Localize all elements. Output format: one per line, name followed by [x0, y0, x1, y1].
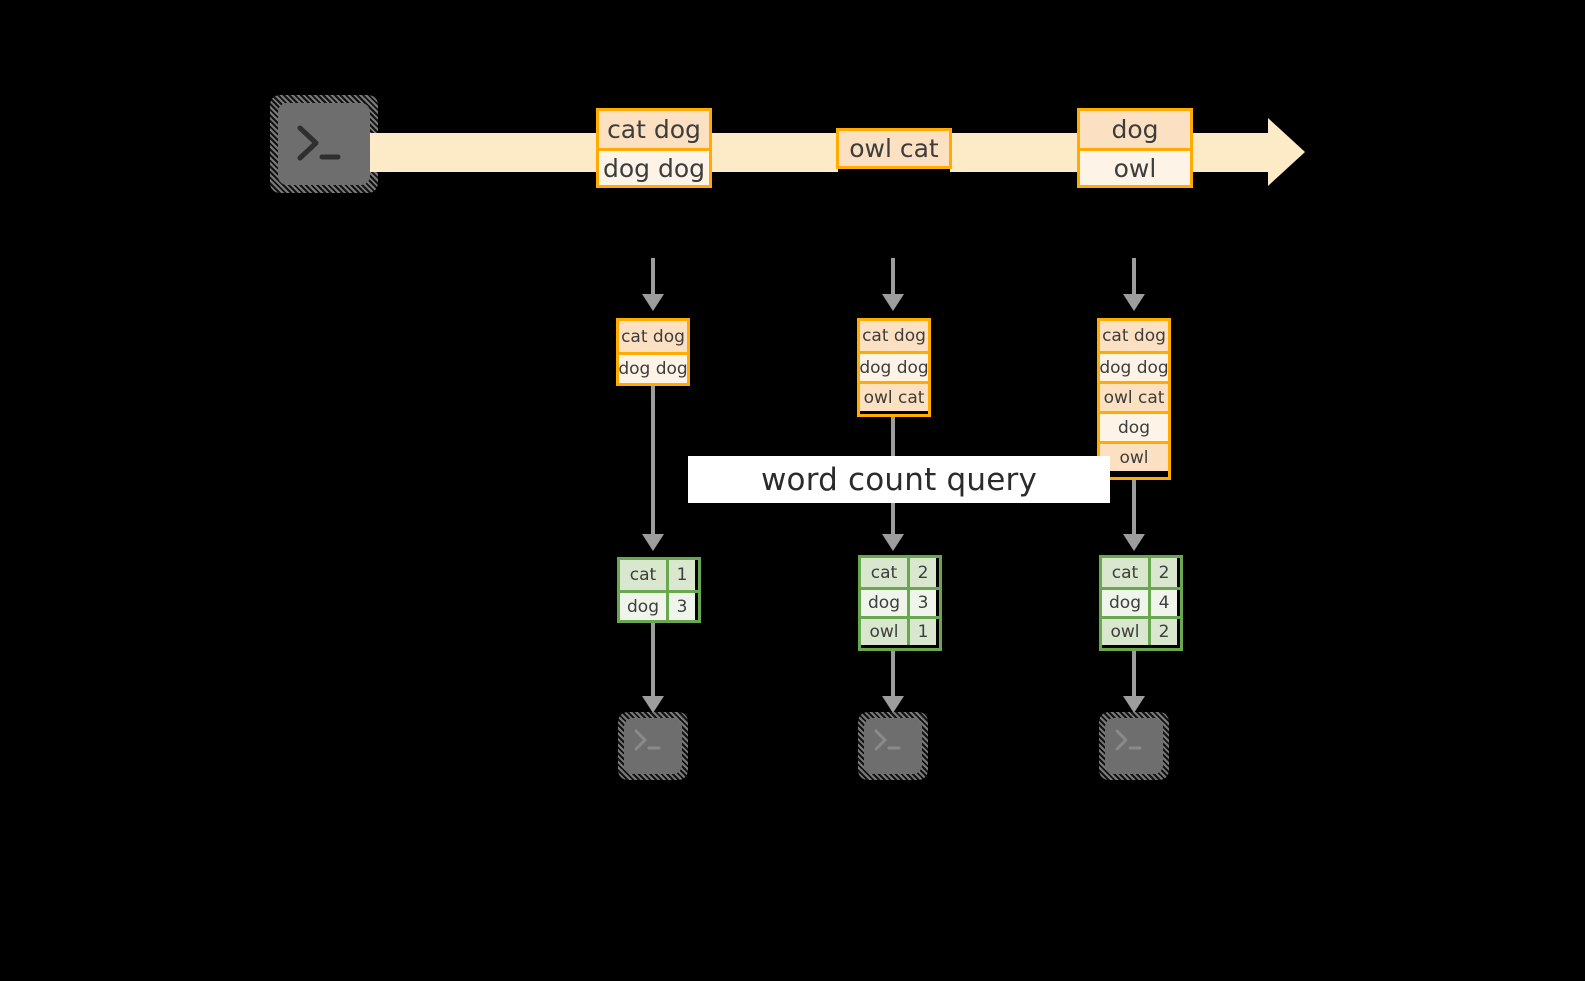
result-count: 2	[1148, 558, 1177, 587]
result-row: dog 3	[620, 590, 698, 620]
input-row: dog dog	[859, 351, 929, 381]
sink-terminal-icon-3	[1099, 712, 1169, 780]
query-arrow-head-1	[642, 534, 664, 551]
trigger-arrow-head-3	[1123, 294, 1145, 311]
result-word: dog	[861, 590, 907, 616]
stream-arrowhead	[1268, 118, 1305, 186]
sink-arrow-head-2	[882, 696, 904, 713]
input-row: cat dog	[619, 321, 687, 352]
terminal-body	[278, 103, 370, 185]
input-row: dog dog	[1099, 351, 1169, 381]
result-word: cat	[1102, 558, 1148, 587]
sink-arrow-line-2	[891, 651, 895, 698]
terminal-body	[1105, 718, 1163, 774]
result-count: 2	[907, 558, 936, 587]
sink-arrow-line-1	[651, 623, 655, 698]
result-count: 1	[907, 619, 936, 645]
result-count: 2	[1148, 619, 1177, 645]
sink-arrow-head-1	[642, 696, 664, 713]
stream-record-line: owl cat	[839, 131, 949, 166]
result-row: cat 1	[620, 560, 698, 590]
input-table-column-1: cat dog dog dog	[616, 318, 690, 386]
result-count: 4	[1148, 590, 1177, 616]
query-arrow-head-3	[1123, 534, 1145, 551]
result-row: owl 2	[1102, 616, 1180, 645]
sink-terminal-icon-2	[858, 712, 928, 780]
stream-record-line: dog dog	[599, 148, 709, 185]
trigger-arrow-line-1	[651, 258, 655, 296]
sink-arrow-line-3	[1132, 651, 1136, 698]
stream-band-segment-4	[1192, 133, 1268, 172]
result-table-column-3: cat 2 dog 4 owl 2	[1099, 555, 1183, 651]
stream-record-line: dog	[1080, 111, 1190, 148]
input-row: owl cat	[860, 381, 928, 411]
sink-arrow-head-3	[1123, 696, 1145, 713]
result-word: dog	[620, 593, 666, 620]
result-word: owl	[1102, 619, 1148, 645]
result-word: dog	[1102, 590, 1148, 616]
result-count: 3	[666, 593, 695, 620]
stream-record-batch-1: cat dog dog dog	[596, 108, 712, 188]
terminal-prompt-glyph	[874, 729, 901, 751]
input-table-column-2: cat dog dog dog owl cat	[857, 318, 931, 417]
result-table-column-1: cat 1 dog 3	[617, 557, 701, 623]
sink-terminal-icon-1	[618, 712, 688, 780]
result-word: cat	[861, 558, 907, 587]
stream-band-segment-3	[950, 133, 1078, 172]
terminal-prompt-glyph	[634, 729, 661, 751]
stream-record-batch-2: owl cat	[836, 128, 952, 169]
source-terminal-icon	[270, 95, 378, 193]
input-row: cat dog	[860, 321, 928, 351]
result-table-column-2: cat 2 dog 3 owl 1	[858, 555, 942, 651]
trigger-arrow-head-1	[642, 294, 664, 311]
trigger-arrow-line-2	[891, 258, 895, 296]
result-row: dog 4	[1102, 587, 1180, 616]
input-row: cat dog	[1100, 321, 1168, 351]
result-row: owl 1	[861, 616, 939, 645]
query-arrow-head-2	[882, 534, 904, 551]
input-row: owl cat	[1100, 381, 1168, 411]
query-arrow-line-1	[651, 386, 655, 536]
result-word: cat	[620, 560, 666, 590]
terminal-prompt-glyph	[297, 125, 341, 161]
stream-band-segment-2	[710, 133, 838, 172]
trigger-arrow-head-2	[882, 294, 904, 311]
stream-band-segment-1	[370, 133, 600, 172]
result-row: dog 3	[861, 587, 939, 616]
stream-record-line: cat dog	[599, 111, 709, 148]
terminal-prompt-glyph	[1115, 729, 1142, 751]
result-row: cat 2	[861, 558, 939, 587]
input-row: owl	[1100, 441, 1168, 471]
stream-record-batch-3: dog owl	[1077, 108, 1193, 188]
terminal-body	[864, 718, 922, 774]
query-label-text: word count query	[760, 461, 1038, 498]
result-count: 1	[666, 560, 695, 590]
result-row: cat 2	[1102, 558, 1180, 587]
input-row: dog	[1100, 411, 1168, 441]
stream-record-line: owl	[1080, 148, 1190, 185]
result-count: 3	[907, 590, 936, 616]
query-arrow-line-3	[1132, 480, 1136, 536]
input-table-column-3: cat dog dog dog owl cat dog owl	[1097, 318, 1171, 480]
trigger-arrow-line-3	[1132, 258, 1136, 296]
result-word: owl	[861, 619, 907, 645]
query-label-band: word count query	[688, 456, 1110, 503]
input-row: dog dog	[618, 352, 688, 383]
terminal-body	[624, 718, 682, 774]
